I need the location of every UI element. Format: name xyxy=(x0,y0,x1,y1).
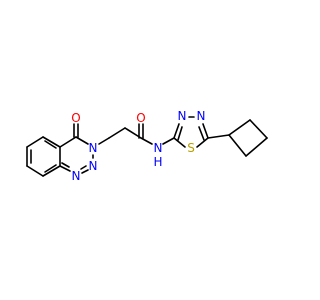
atom-label-nitrogen-n1: N xyxy=(72,169,81,183)
atom-label-nitrogen-n3: N xyxy=(89,141,98,155)
bond-benzene-inner-3 xyxy=(44,140,57,149)
bond-thiadiazole-n4-c5-double xyxy=(198,126,205,141)
bond-benzene-2 xyxy=(26,165,44,177)
bond-ring-n2-n1-double xyxy=(80,165,87,170)
bond-thiadiazole-c5-s1 xyxy=(196,137,209,148)
atom-label-sulfur: S xyxy=(187,141,195,155)
atom-label-oxygen-amide: O xyxy=(136,111,145,125)
bond-amide-c-n xyxy=(140,137,153,145)
bond-cyclobutyl-2 xyxy=(249,119,268,139)
bond-chain-n3-c1 xyxy=(98,137,110,145)
bond-cyclobutyl-3 xyxy=(245,137,268,157)
bond-ring-c4a-c4 xyxy=(59,136,77,148)
bond-thiadiazole-s1-c2 xyxy=(173,137,186,148)
bond-thiadiazole-c2-n3 xyxy=(173,123,180,139)
bond-ring-n1-c8a xyxy=(59,165,71,172)
bond-ring-n2-n1 xyxy=(81,169,89,174)
bond-benzene-6 xyxy=(26,136,44,148)
bond-nh-c2 xyxy=(162,137,175,145)
bond-thiadiazole-c2-n3-double xyxy=(177,126,183,141)
bond-chain-c1-c2 xyxy=(108,127,126,139)
bond-thiadiazole-n4-c5 xyxy=(202,123,209,139)
bond-benzene-3 xyxy=(42,165,61,177)
atom-labels: O O N N N N H N N S xyxy=(71,109,205,183)
bond-cyclobutyl-4 xyxy=(228,134,247,157)
bond-benzene-5 xyxy=(42,136,61,148)
atom-label-nitrogen-thiadiazole-a: N xyxy=(178,109,187,123)
bond-ring-c4-n3 xyxy=(75,136,89,145)
atom-label-nitrogen-amide: N xyxy=(154,141,163,155)
bond-cyclobutyl-1 xyxy=(228,119,251,136)
atom-label-nitrogen-thiadiazole-b: N xyxy=(197,109,206,123)
atom-label-hydrogen-amide: H xyxy=(153,155,162,169)
canvas-background xyxy=(0,0,300,300)
bond-skeleton xyxy=(26,116,268,177)
atom-label-oxygen-ring: O xyxy=(71,111,80,125)
bond-benzene-inner-2 xyxy=(44,164,57,173)
atom-label-nitrogen-n2: N xyxy=(89,159,98,173)
bond-ring-n1-c8a-double xyxy=(61,162,70,168)
bond-c5-cyclobutyl xyxy=(207,134,230,139)
molecule-structure-diagram: O O N N N N H N N S xyxy=(0,0,300,300)
